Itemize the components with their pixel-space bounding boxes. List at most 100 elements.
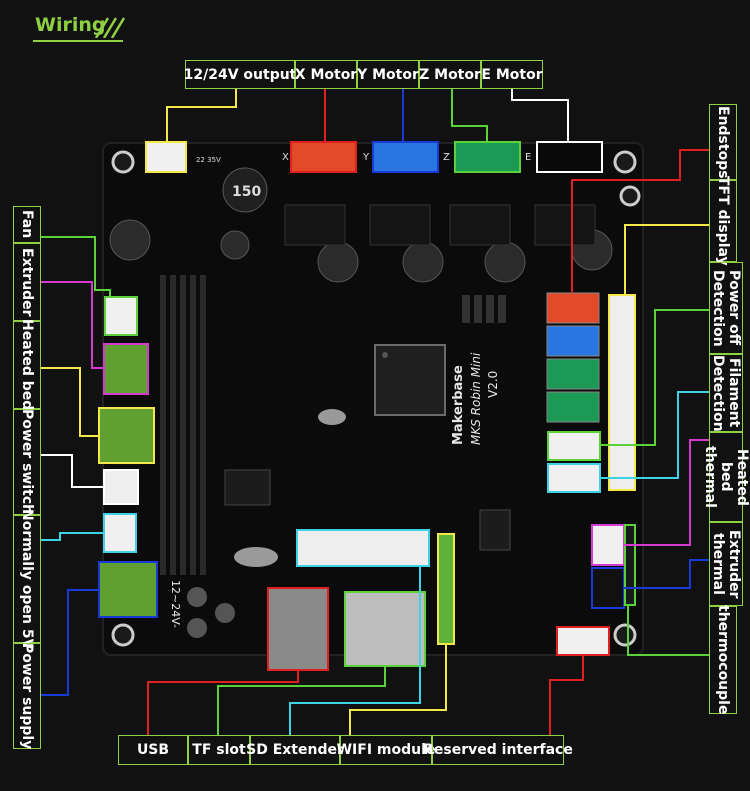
connector-endstop-z xyxy=(546,358,600,390)
silk-model: MKS Robin Mini xyxy=(469,352,483,445)
connector-12v-output xyxy=(145,141,187,173)
label-extruder-thermal: Extruder thermal xyxy=(709,522,743,606)
label-extruder: Extruder xyxy=(13,243,41,321)
connector-usb xyxy=(267,587,329,671)
label-usb: USB xyxy=(118,735,188,765)
label-tft-display: TFT display xyxy=(709,176,737,266)
label-tf-slot: TF slot xyxy=(188,735,250,765)
wire-12v-output xyxy=(166,88,237,142)
mount-hole xyxy=(613,623,637,647)
connector-thermocouple xyxy=(624,524,636,606)
silk-z: Z xyxy=(443,152,450,163)
wire-e-motor xyxy=(511,88,569,142)
silk-e: E xyxy=(525,152,531,163)
wire-tft-display xyxy=(624,224,710,295)
connector-extruder-thermal xyxy=(591,567,625,609)
label-y-motor: Y Motor xyxy=(357,60,419,89)
title-slash-icon xyxy=(94,17,126,38)
wire-reserved xyxy=(549,655,584,736)
label-endstops: Endstops xyxy=(709,104,737,180)
connector-endstop-x xyxy=(546,292,600,324)
silk-cap: 22 35V xyxy=(196,156,221,164)
connector-e-motor xyxy=(536,141,603,173)
wire-power-off xyxy=(600,309,710,446)
wire-extruder xyxy=(40,281,104,369)
inductor xyxy=(222,167,268,213)
wire-wifi-module xyxy=(349,644,447,736)
wire-sd-extender xyxy=(289,566,421,736)
label-x-motor: X Motor xyxy=(295,60,357,89)
title-underline xyxy=(33,40,123,42)
wire-fan xyxy=(40,236,111,297)
label-e-motor: E Motor xyxy=(481,60,543,89)
label-heated-bed: Heated bed xyxy=(13,319,41,411)
connector-filament xyxy=(547,463,601,493)
connector-x-motor xyxy=(290,141,357,173)
connector-sd-extender xyxy=(296,529,430,567)
label-power-supply: Power supply xyxy=(13,643,41,749)
wire-thermocouple xyxy=(627,605,710,656)
wire-endstops xyxy=(571,149,710,293)
wire-usb xyxy=(147,670,299,736)
page-title: Wiring xyxy=(35,14,106,36)
label-thermocouple: thermocouple xyxy=(709,605,737,715)
mount-hole xyxy=(111,623,135,647)
connector-extruder xyxy=(103,343,149,395)
connector-power-supply xyxy=(98,561,158,618)
connector-endstop-y xyxy=(546,325,600,357)
silk-version: V2.0 xyxy=(486,371,500,398)
silk-y: Y xyxy=(362,152,370,163)
label-z-motor: Z Motor xyxy=(419,60,481,89)
label-power-off-detection: Power off Detection xyxy=(709,262,743,354)
capacitor xyxy=(220,229,613,283)
mount-hole xyxy=(619,185,641,207)
connector-endstop-e xyxy=(546,391,600,423)
connector-fan xyxy=(104,296,138,336)
capacitor xyxy=(109,219,151,261)
silk-x: X xyxy=(282,152,289,163)
wire-heated-bed xyxy=(40,367,99,437)
connector-power-off xyxy=(547,431,601,461)
connector-reserved xyxy=(556,626,610,656)
crystal xyxy=(234,547,278,567)
wire-normally-open-5v xyxy=(40,532,104,541)
label-wifi-module: WIFI module xyxy=(337,735,435,765)
button xyxy=(187,587,207,607)
label-normally-open-5v: Normally open 5V xyxy=(13,509,41,649)
driver-area xyxy=(284,204,596,246)
button xyxy=(187,618,207,638)
connector-heated-bed xyxy=(98,407,155,464)
connector-wifi-module xyxy=(437,533,455,645)
mount-hole xyxy=(111,150,135,174)
label-filament-detection: Filament Detection xyxy=(709,354,743,432)
silk-voltage: 12~24V- xyxy=(169,580,182,628)
label-fan: Fan xyxy=(13,206,41,243)
wire-extruder-thermal xyxy=(624,559,710,589)
wire-power-supply xyxy=(40,589,99,696)
mount-hole xyxy=(613,150,637,174)
jumper-block xyxy=(462,295,506,323)
label-sd-extender: SD Extender xyxy=(246,735,344,765)
connector-power-switch xyxy=(103,469,139,505)
driver-chip xyxy=(224,469,271,506)
label-power-switch: Power switch xyxy=(13,409,41,515)
connector-normally-open-5v xyxy=(103,513,137,553)
driver-chip xyxy=(479,509,511,551)
label-12v-output: 12/24V output xyxy=(184,60,296,89)
label-reserved-interface: Reserved interface xyxy=(423,735,573,765)
connector-tf-slot xyxy=(344,591,426,667)
wire-heated-bed-thermal xyxy=(624,439,710,546)
connector-y-motor xyxy=(372,141,439,173)
wire-tf-slot xyxy=(217,666,386,736)
heatsink xyxy=(160,275,206,575)
wire-power-switch xyxy=(40,454,104,488)
label-heated-bed-thermal: Heated bed thermal xyxy=(702,432,750,522)
wire-z-motor xyxy=(451,88,488,142)
connector-tft-display xyxy=(608,294,636,491)
button xyxy=(215,603,235,623)
crystal xyxy=(318,409,346,425)
silk-brand: Makerbase xyxy=(451,365,466,445)
connector-heated-bed-thermal xyxy=(591,524,625,566)
wire-filament xyxy=(600,391,710,479)
silk-inductor: 150 xyxy=(232,184,261,200)
